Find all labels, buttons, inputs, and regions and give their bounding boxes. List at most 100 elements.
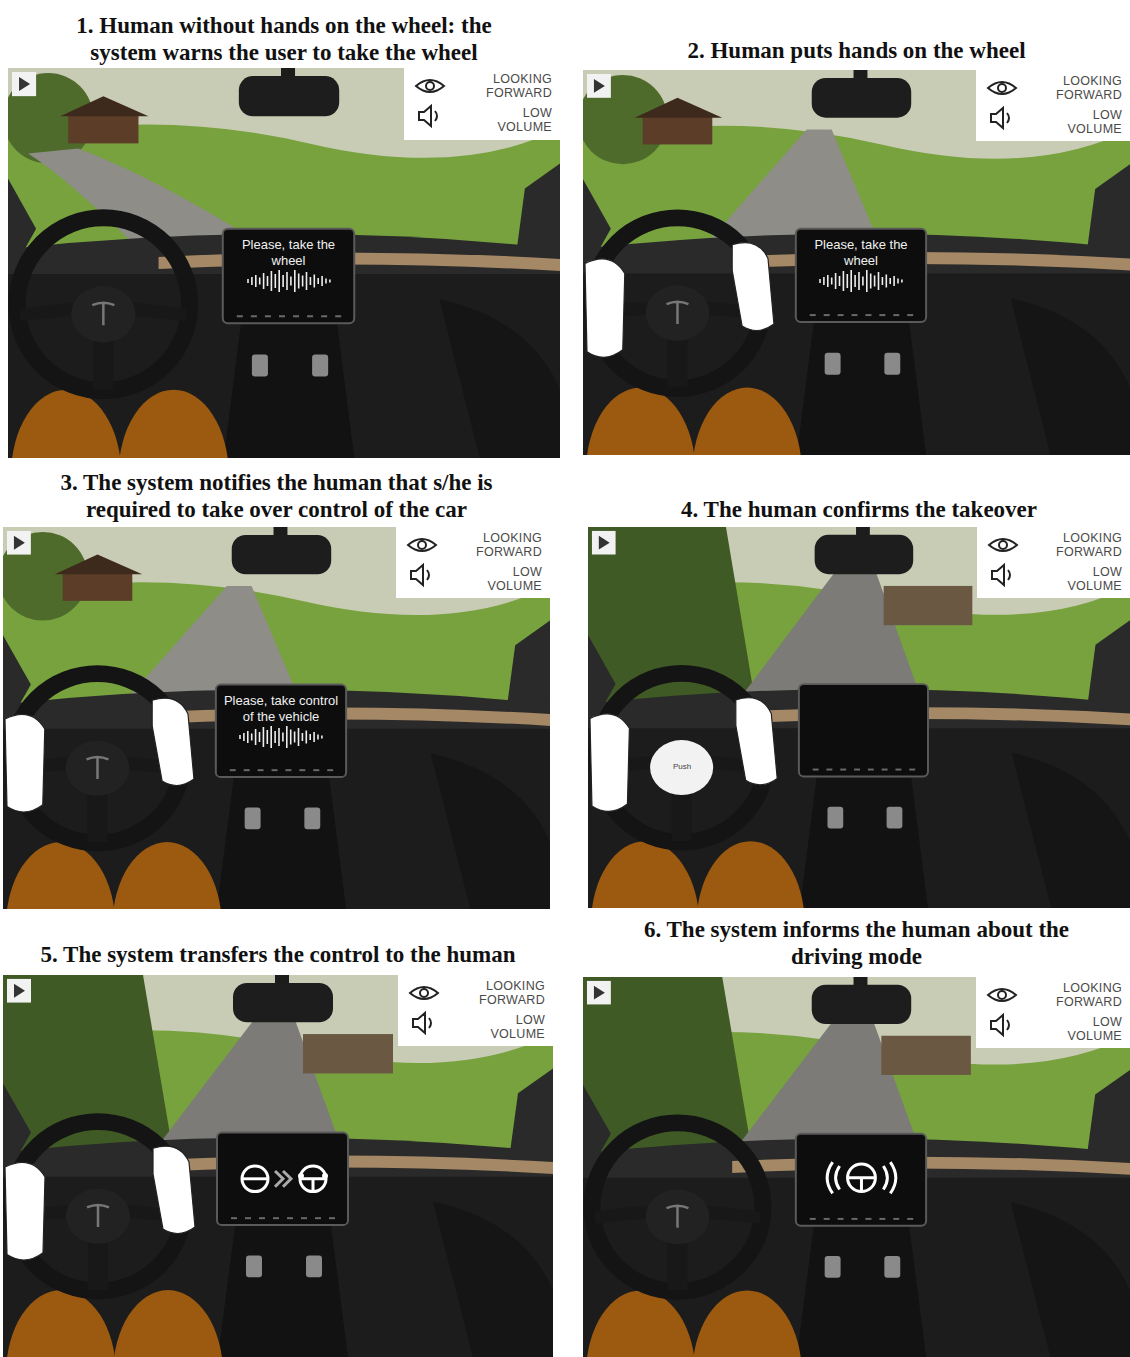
wheel-hub [66,1189,130,1244]
screen-dock [299,769,305,771]
knee [692,388,801,455]
speaker-icon [992,565,1004,585]
chevron-arrow [275,1171,291,1187]
cupholder [827,807,843,829]
status-box: LOOKING FORWARDLOW VOLUME [976,977,1130,1048]
screen-dock [272,769,278,771]
wave-bar [819,279,821,283]
hand [5,1162,45,1260]
wave-bar [831,278,833,285]
status-label: LOW VOLUME [1042,109,1122,137]
cupholder [245,808,261,830]
wave-bar [866,270,868,292]
screen-dock [259,1217,265,1219]
door [1011,1202,1130,1357]
wave-bar [302,733,304,741]
speaker-icon [427,570,429,580]
screen-dock [879,314,885,316]
status-icons [404,975,444,1047]
screen-dock [237,315,243,317]
wave-bar [270,271,272,291]
signal-waves [883,1162,895,1193]
knee [696,841,804,908]
wave-bar [321,276,323,286]
wave-bar [255,275,257,287]
wave-bar [282,733,284,742]
wave-bar [839,276,841,286]
screen-dock [824,314,830,316]
status-label: LOW VOLUME [465,1014,545,1042]
chalet-roof [55,555,143,575]
wave-bar [823,277,825,285]
wave-bar [274,731,276,743]
cupholder [884,353,900,375]
panel: 5. The system transfers the control to t… [3,932,553,1357]
wave-bar [286,272,288,290]
wave-bar [870,274,872,289]
building [884,586,973,625]
knee [692,1290,801,1357]
wood-trim [732,1157,1130,1175]
screen-dock [882,769,888,771]
screen-dock [840,769,846,771]
wood-trim [152,708,550,726]
chalet-roof [635,98,723,118]
screenshot: LOOKING FORWARDLOW VOLUME [3,975,553,1357]
screen-dock [838,1218,844,1220]
hand [732,243,774,331]
wave-bar [247,731,249,743]
wave-bar [329,280,331,283]
screen-dock [824,1218,830,1220]
screen-dock [287,1217,293,1219]
screen-dock [852,314,858,316]
hand [152,698,194,785]
wave-bar [294,732,296,743]
status-label: LOOKING FORWARD [472,73,552,101]
screen-dock [895,769,901,771]
screen-dock [231,1217,237,1219]
wave-bar [274,274,276,288]
wave-bar [843,271,845,291]
status-label: LOOKING FORWARD [1042,532,1122,560]
wave-bar [827,275,829,287]
speaker-icon [1007,113,1009,123]
screen-dock [327,769,333,771]
wave-bar [290,730,292,745]
play-icon [19,77,30,91]
eye-icon [988,989,1016,1001]
hand [585,259,625,357]
building [303,1034,393,1073]
panel: 6. The system informs the human about th… [583,910,1130,1357]
wave-bar [293,270,295,292]
logo [667,302,689,324]
screenshot: LOOKING FORWARDLOW VOLUME Please, take th… [8,68,560,458]
eye-icon [418,541,426,549]
wave-bar [885,275,887,288]
screen-dock [313,769,319,771]
wave-bar [313,732,315,742]
wave-bar [251,277,253,285]
wave-bar [278,728,280,746]
play-icon [599,536,610,550]
wave-bar [325,279,327,284]
door [433,1201,553,1357]
center-screen [796,229,926,322]
screen-message: Please, take the wheel [223,229,354,315]
rear-mirror [233,983,333,1022]
status-box: LOOKING FORWARDLOW VOLUME [404,68,560,140]
screen-dock [813,769,819,771]
button-label: Push [662,762,702,771]
screen-dock [279,315,285,317]
knee [6,1290,116,1357]
play-button [7,531,31,555]
wheel-icon [242,1166,268,1192]
wave-bar [255,729,257,745]
screen-dock [868,769,874,771]
wave-bar [282,275,284,287]
wave-bar [286,726,288,748]
eye-icon [410,987,438,999]
hand-dot [322,1173,328,1179]
logo [87,1205,109,1227]
wheel-hub [71,286,135,342]
play-button [587,74,611,98]
